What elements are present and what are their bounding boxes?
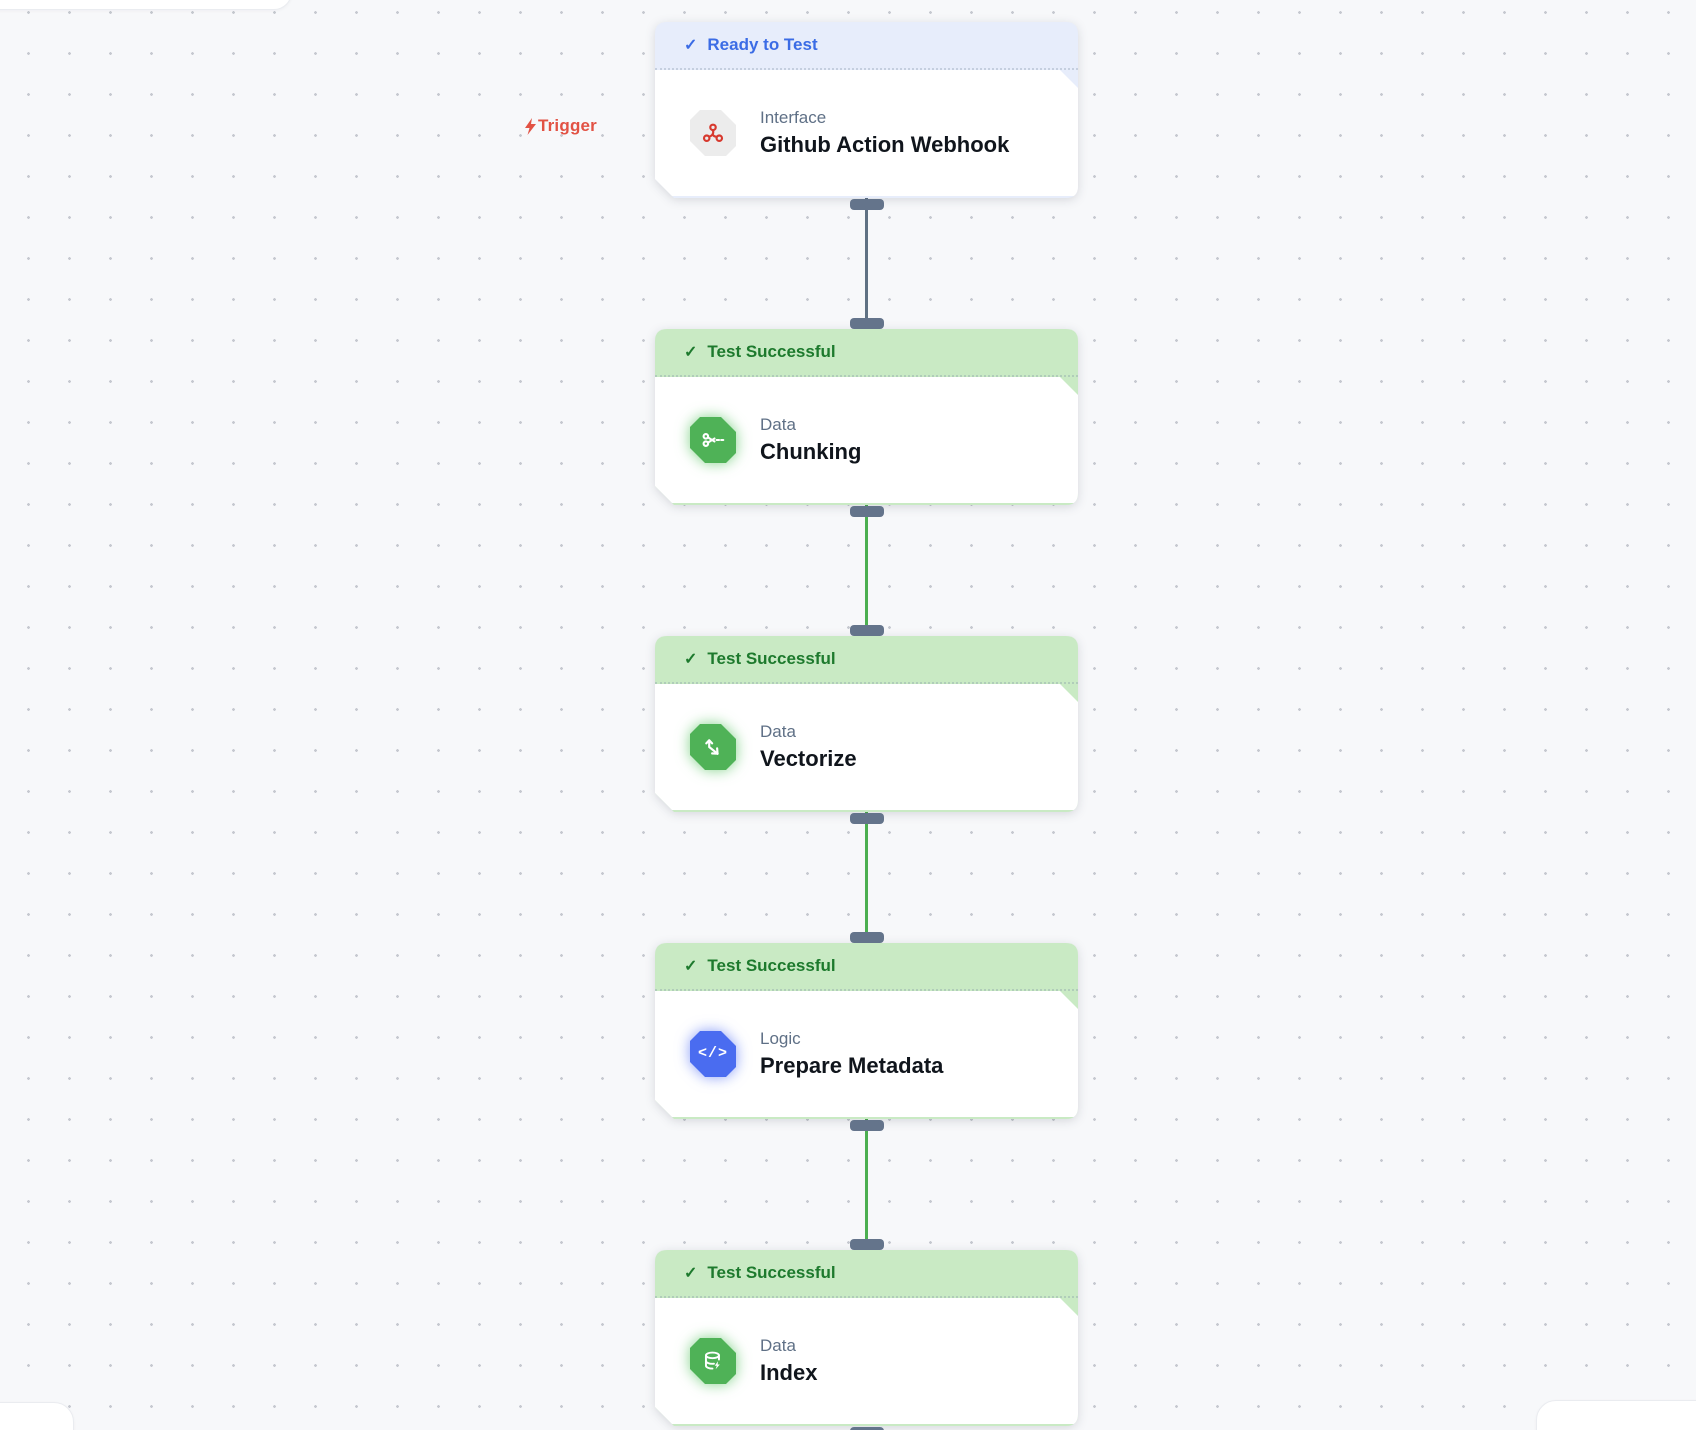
scissors-cut-icon — [690, 417, 736, 463]
connector-webhook-to-chunking — [865, 196, 868, 326]
webhook-icon — [690, 110, 736, 156]
node-status-bar: ✓ Test Successful — [655, 636, 1078, 684]
node-index[interactable]: ✓ Test Successful — [655, 1239, 1078, 1430]
node-title: Index — [760, 1360, 818, 1385]
node-input-handle[interactable] — [849, 318, 884, 329]
node-output-handle[interactable] — [849, 1120, 884, 1131]
node-category: Data — [760, 722, 796, 741]
connector-chunking-to-vectorize — [865, 503, 868, 633]
node-output-handle[interactable] — [849, 199, 884, 210]
node-category: Logic — [760, 1029, 801, 1048]
node-input-handle[interactable] — [849, 932, 884, 943]
node-output-handle[interactable] — [849, 1427, 884, 1430]
node-status-text: Ready to Test — [707, 35, 818, 54]
node-vectorize[interactable]: ✓ Test Successful — [655, 625, 1078, 824]
check-icon: ✓ — [684, 37, 698, 54]
trigger-badge: Trigger — [475, 116, 597, 136]
node-category: Data — [760, 1336, 796, 1355]
node-status-text: Test Successful — [707, 1263, 836, 1282]
node-title: Vectorize — [760, 746, 857, 771]
node-status-text: Test Successful — [707, 649, 836, 668]
node-output-handle[interactable] — [849, 813, 884, 824]
node-input-handle[interactable] — [849, 625, 884, 636]
node-status-bar: ✓ Test Successful — [655, 329, 1078, 377]
node-github-action-webhook[interactable]: ✓ Ready to Test — [655, 22, 1078, 210]
node-title: Chunking — [760, 439, 862, 464]
node-status-text: Test Successful — [707, 342, 836, 361]
node-title: Prepare Metadata — [760, 1053, 944, 1078]
node-status-bar: ✓ Test Successful — [655, 1250, 1078, 1298]
node-status-text: Test Successful — [707, 956, 836, 975]
node-chunking[interactable]: ✓ Test Successful — [655, 318, 1078, 517]
node-prepare-metadata[interactable]: ✓ Test Successful </> Logic Prepare Meta… — [655, 932, 1078, 1131]
lightning-bolt-icon — [524, 117, 537, 135]
code-icon: </> — [690, 1031, 736, 1077]
node-input-handle[interactable] — [849, 1239, 884, 1250]
vector-arrows-icon — [690, 724, 736, 770]
node-category: Interface — [760, 108, 827, 127]
check-icon: ✓ — [684, 651, 698, 668]
check-icon: ✓ — [684, 958, 698, 975]
check-icon: ✓ — [684, 344, 698, 361]
node-status-bar: ✓ Ready to Test — [655, 22, 1078, 70]
node-title: Github Action Webhook — [760, 132, 1010, 157]
node-output-handle[interactable] — [849, 506, 884, 517]
node-status-bar: ✓ Test Successful — [655, 943, 1078, 991]
node-category: Data — [760, 415, 796, 434]
bottom-right-panel-edge — [1536, 1400, 1696, 1430]
top-toolbar-panel-edge — [0, 0, 292, 10]
check-icon: ✓ — [684, 1265, 698, 1282]
bottom-left-panel-edge — [0, 1402, 74, 1430]
connector-vectorize-to-metadata — [865, 810, 868, 940]
trigger-label-text: Trigger — [537, 116, 597, 135]
connector-metadata-to-index — [865, 1117, 868, 1247]
database-bolt-icon — [690, 1338, 736, 1384]
